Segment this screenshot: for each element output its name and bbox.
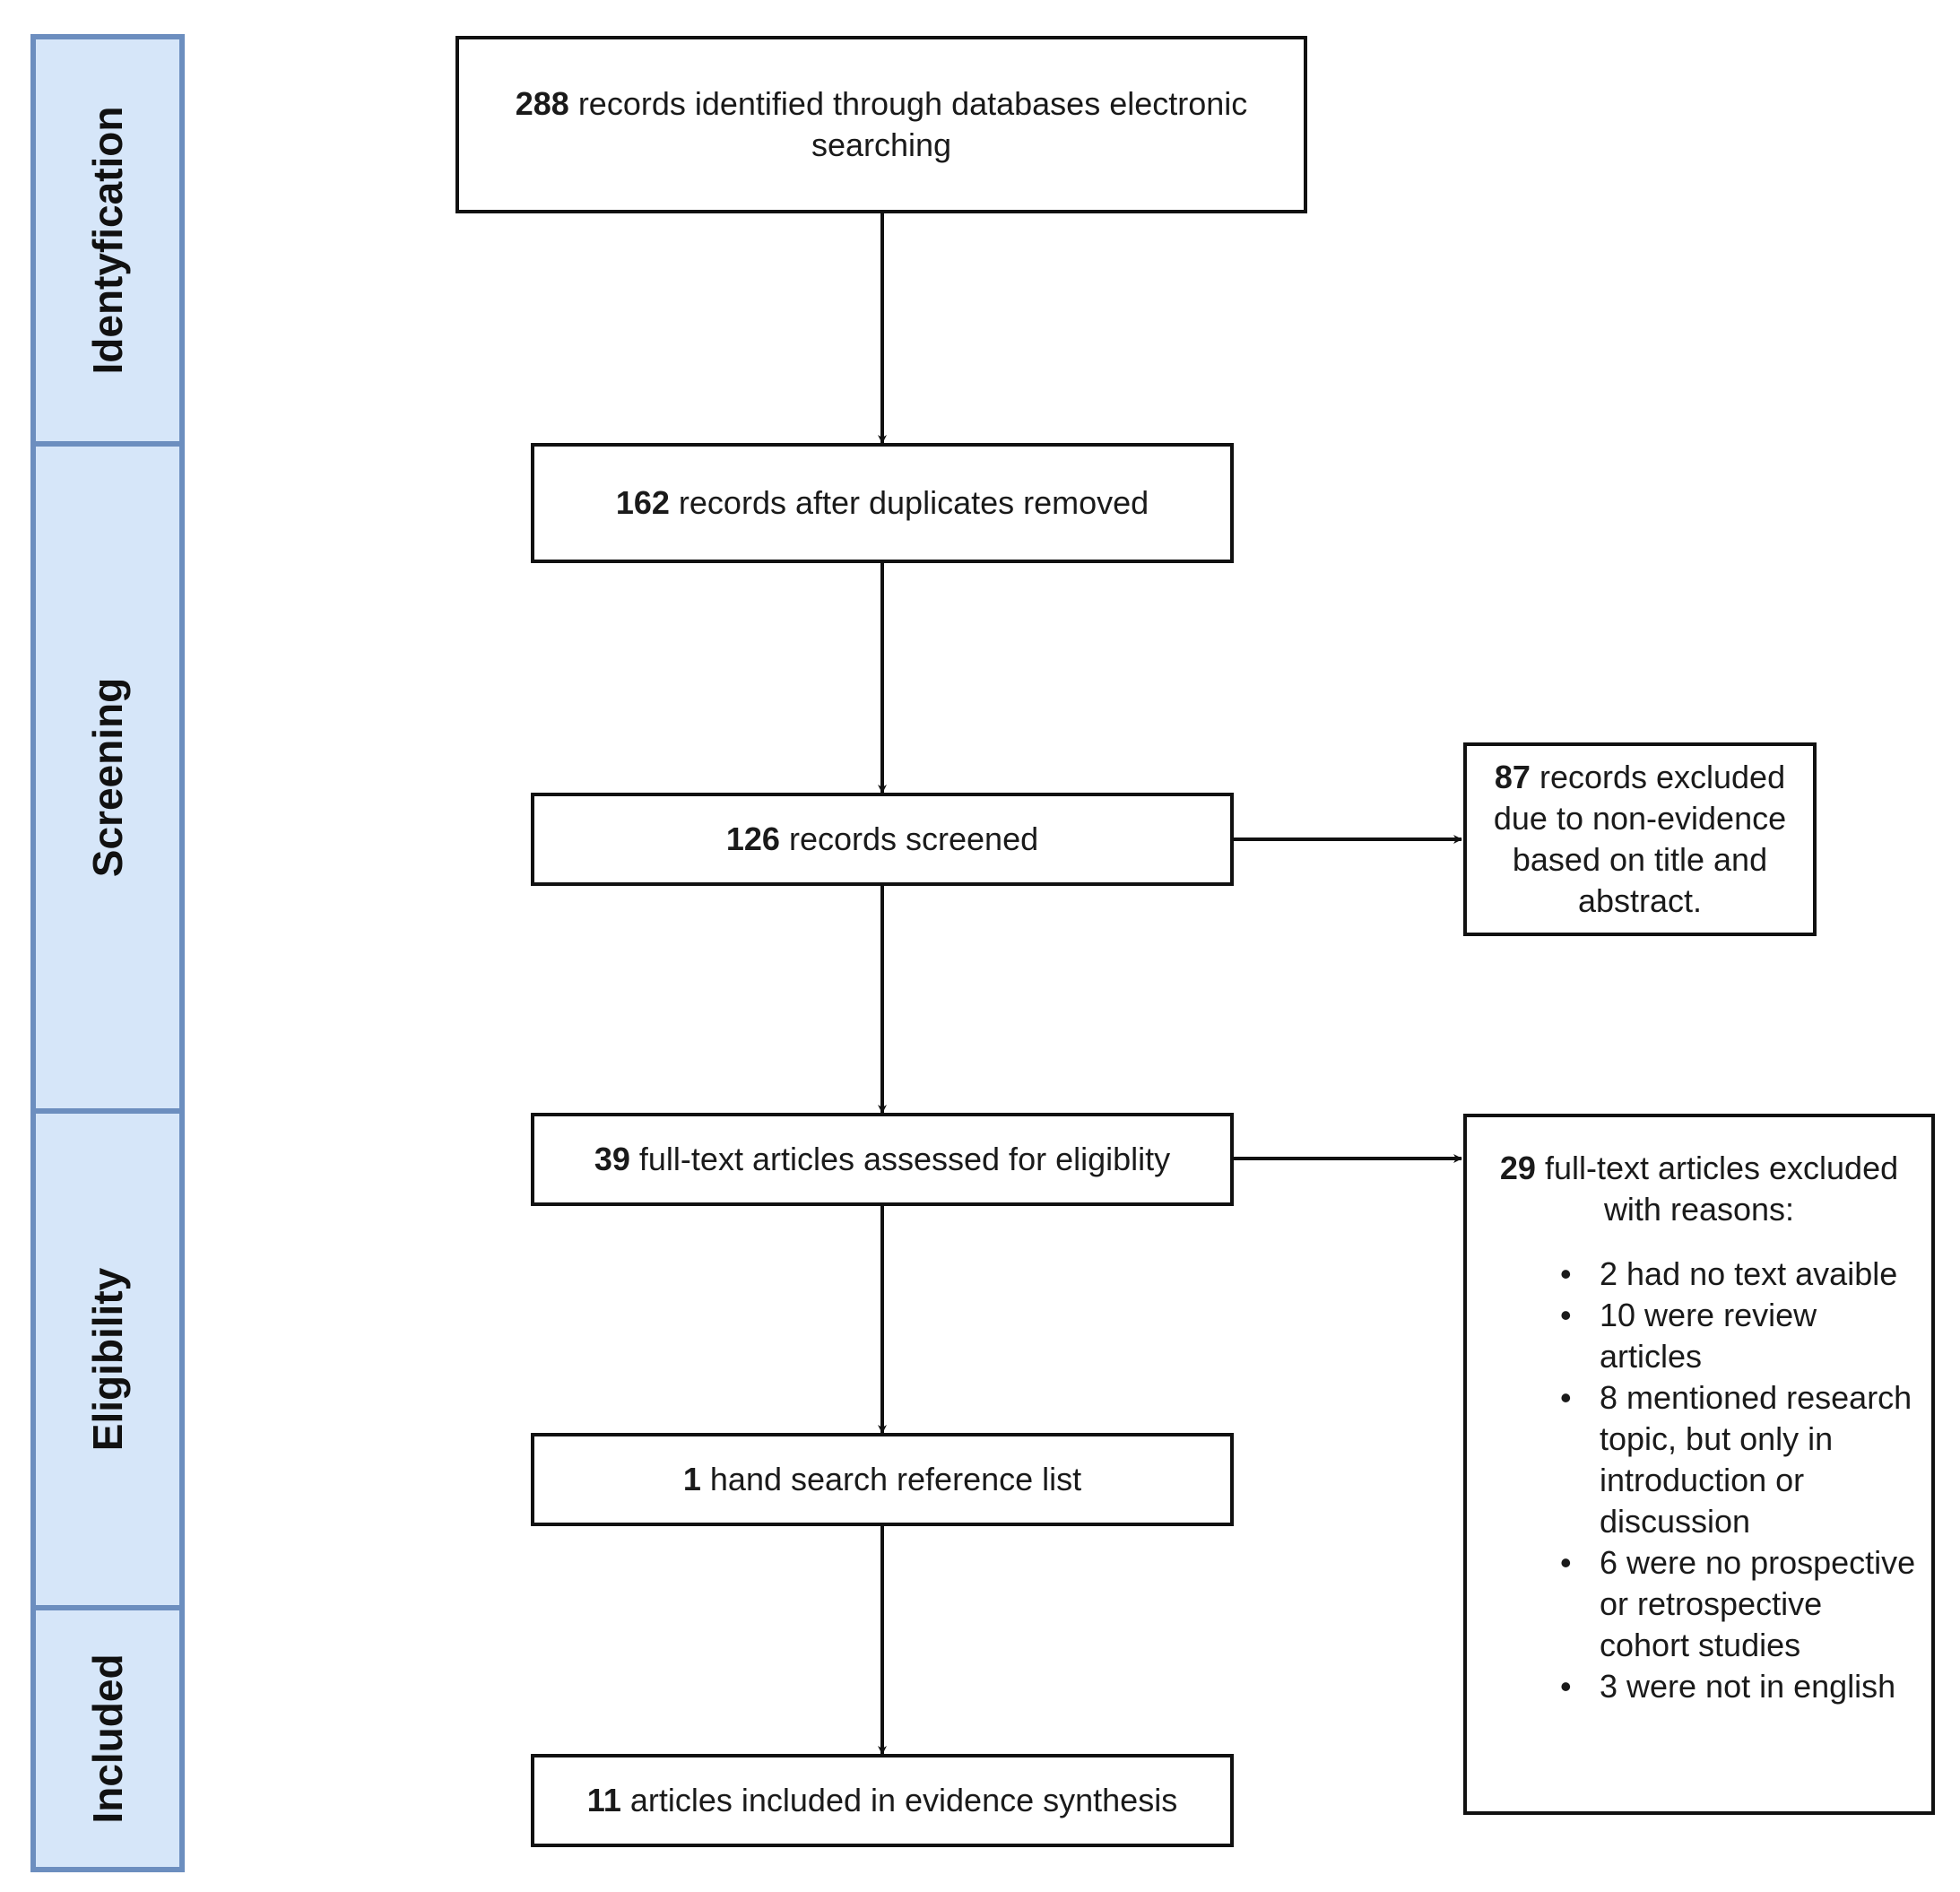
excluded-fulltext-text: full-text articles excluded with reasons… <box>1544 1150 1899 1228</box>
exclusion-reason: 2 had no text avaible <box>1560 1254 1921 1295</box>
stage-screening: Screening <box>30 441 185 1114</box>
assessed-text: full-text articles assessed for eligibli… <box>638 1141 1171 1177</box>
deduplicated-text: records after duplicates removed <box>678 484 1149 521</box>
stage-identification: Identyfication <box>30 34 185 447</box>
screened-count: 126 <box>725 820 780 857</box>
excluded-screening-box: 87 records excluded due to non-evidence … <box>1463 742 1817 936</box>
screened-box: 126 records screened <box>531 793 1234 886</box>
deduplicated-count: 162 <box>615 484 670 521</box>
hand-search-count: 1 <box>682 1461 701 1497</box>
included-text: articles included in evidence synthesis <box>629 1782 1178 1818</box>
identified-box: 288 records identified through databases… <box>455 36 1307 213</box>
identified-text: records identified through databases ele… <box>577 85 1248 163</box>
exclusion-reason: 8 mentioned research topic, but only in … <box>1560 1377 1921 1542</box>
excluded-fulltext-box: 29 full-text articles excluded with reas… <box>1463 1114 1935 1815</box>
assessed-box: 39 full-text articles assessed for eligi… <box>531 1113 1234 1206</box>
included-box: 11 articles included in evidence synthes… <box>531 1754 1234 1847</box>
excluded-fulltext-count: 29 <box>1499 1150 1536 1186</box>
exclusion-reason: 6 were no prospective or retrospective c… <box>1560 1542 1921 1666</box>
identified-count: 288 <box>515 85 569 122</box>
excluded-screening-count: 87 <box>1494 759 1531 795</box>
exclusion-reason: 3 were not in english <box>1560 1666 1921 1707</box>
deduplicated-box: 162 records after duplicates removed <box>531 443 1234 563</box>
exclusion-reason: 10 were review articles <box>1560 1295 1921 1377</box>
assessed-count: 39 <box>594 1141 630 1177</box>
excluded-fulltext-heading: 29 full-text articles excluded with reas… <box>1478 1148 1921 1230</box>
hand-search-text: hand search reference list <box>709 1461 1082 1497</box>
excluded-screening-text: records excluded due to non-evidence bas… <box>1493 759 1787 919</box>
included-count: 11 <box>586 1782 621 1818</box>
hand-search-box: 1 hand search reference list <box>531 1433 1234 1526</box>
screened-text: records screened <box>788 820 1039 857</box>
stage-included: Included <box>30 1605 185 1872</box>
exclusion-reasons-list: 2 had no text avaible 10 were review art… <box>1478 1254 1921 1707</box>
